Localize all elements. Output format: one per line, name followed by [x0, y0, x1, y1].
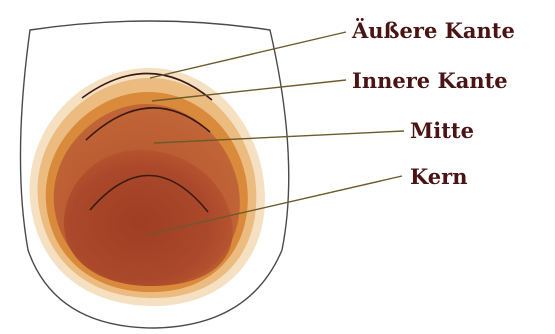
label-inner-edge: Innere Kante: [352, 68, 508, 93]
label-middle: Mitte: [410, 118, 474, 143]
label-core: Kern: [410, 164, 467, 189]
label-outer-edge: Äußere Kante: [351, 18, 515, 43]
outer-edge-leader: [150, 32, 346, 78]
